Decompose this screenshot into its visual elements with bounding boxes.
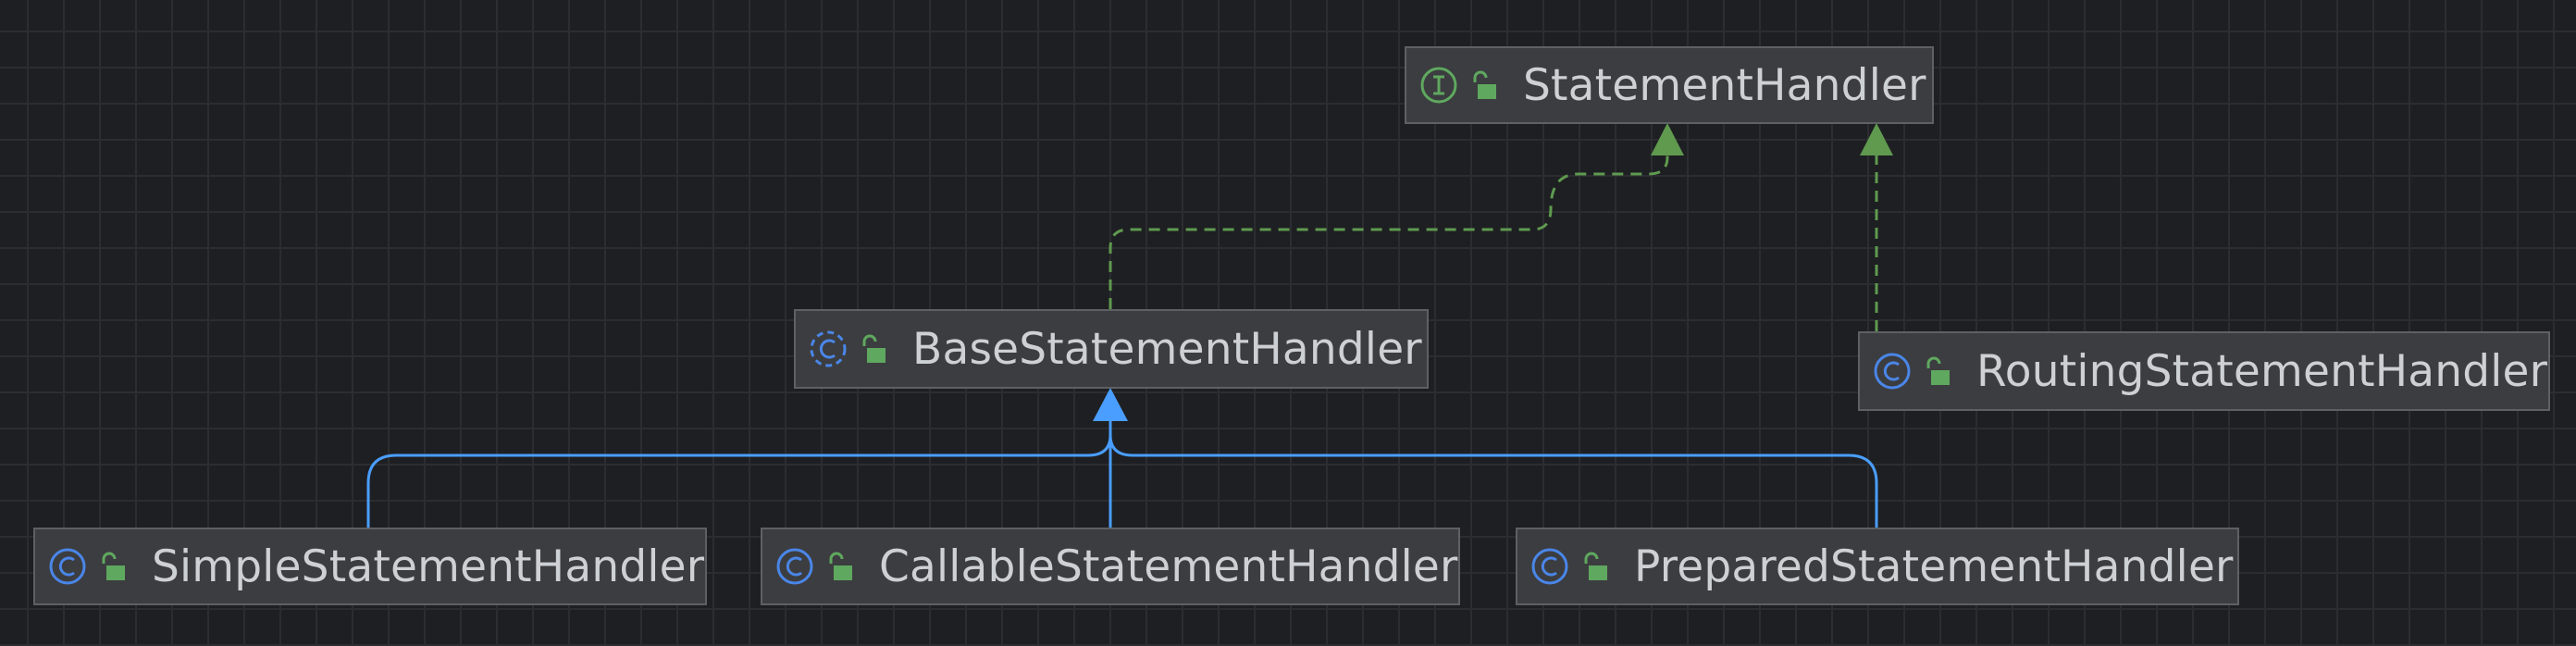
node-base-statement-handler[interactable]: BaseStatementHandler bbox=[794, 309, 1429, 389]
node-simple-statement-handler[interactable]: SimpleStatementHandler bbox=[33, 528, 707, 605]
abstract-class-icon bbox=[809, 329, 848, 368]
node-prepared-statement-handler[interactable]: PreparedStatementHandler bbox=[1516, 528, 2239, 605]
extends-edge-simple-to-base bbox=[366, 434, 1112, 528]
public-lock-icon bbox=[100, 551, 126, 582]
public-lock-icon bbox=[1925, 355, 1951, 387]
class-icon bbox=[1873, 352, 1912, 391]
node-label: BaseStatementHandler bbox=[912, 323, 1422, 375]
node-callable-statement-handler[interactable]: CallableStatementHandler bbox=[761, 528, 1460, 605]
public-lock-icon bbox=[1582, 551, 1608, 582]
implements-arrowhead-routing bbox=[1860, 123, 1893, 155]
implements-arrowhead-base bbox=[1651, 123, 1684, 155]
public-lock-icon bbox=[827, 551, 853, 582]
node-statement-handler[interactable]: StatementHandler bbox=[1405, 46, 1934, 124]
extends-arrowhead bbox=[1093, 388, 1128, 421]
node-label: SimpleStatementHandler bbox=[152, 540, 705, 592]
node-label: RoutingStatementHandler bbox=[1976, 345, 2548, 397]
class-icon bbox=[48, 547, 87, 586]
node-label: PreparedStatementHandler bbox=[1634, 540, 2234, 592]
node-label: CallableStatementHandler bbox=[879, 540, 1458, 592]
class-icon bbox=[775, 547, 814, 586]
interface-icon bbox=[1419, 66, 1458, 105]
class-icon bbox=[1530, 547, 1569, 586]
public-lock-icon bbox=[1471, 69, 1497, 101]
node-routing-statement-handler[interactable]: RoutingStatementHandler bbox=[1858, 331, 2550, 411]
extends-edge-prepared-to-base bbox=[1108, 434, 1878, 528]
node-label: StatementHandler bbox=[1523, 59, 1926, 111]
public-lock-icon bbox=[861, 333, 886, 365]
implements-edge-base-to-statement-handler bbox=[1108, 154, 1669, 309]
